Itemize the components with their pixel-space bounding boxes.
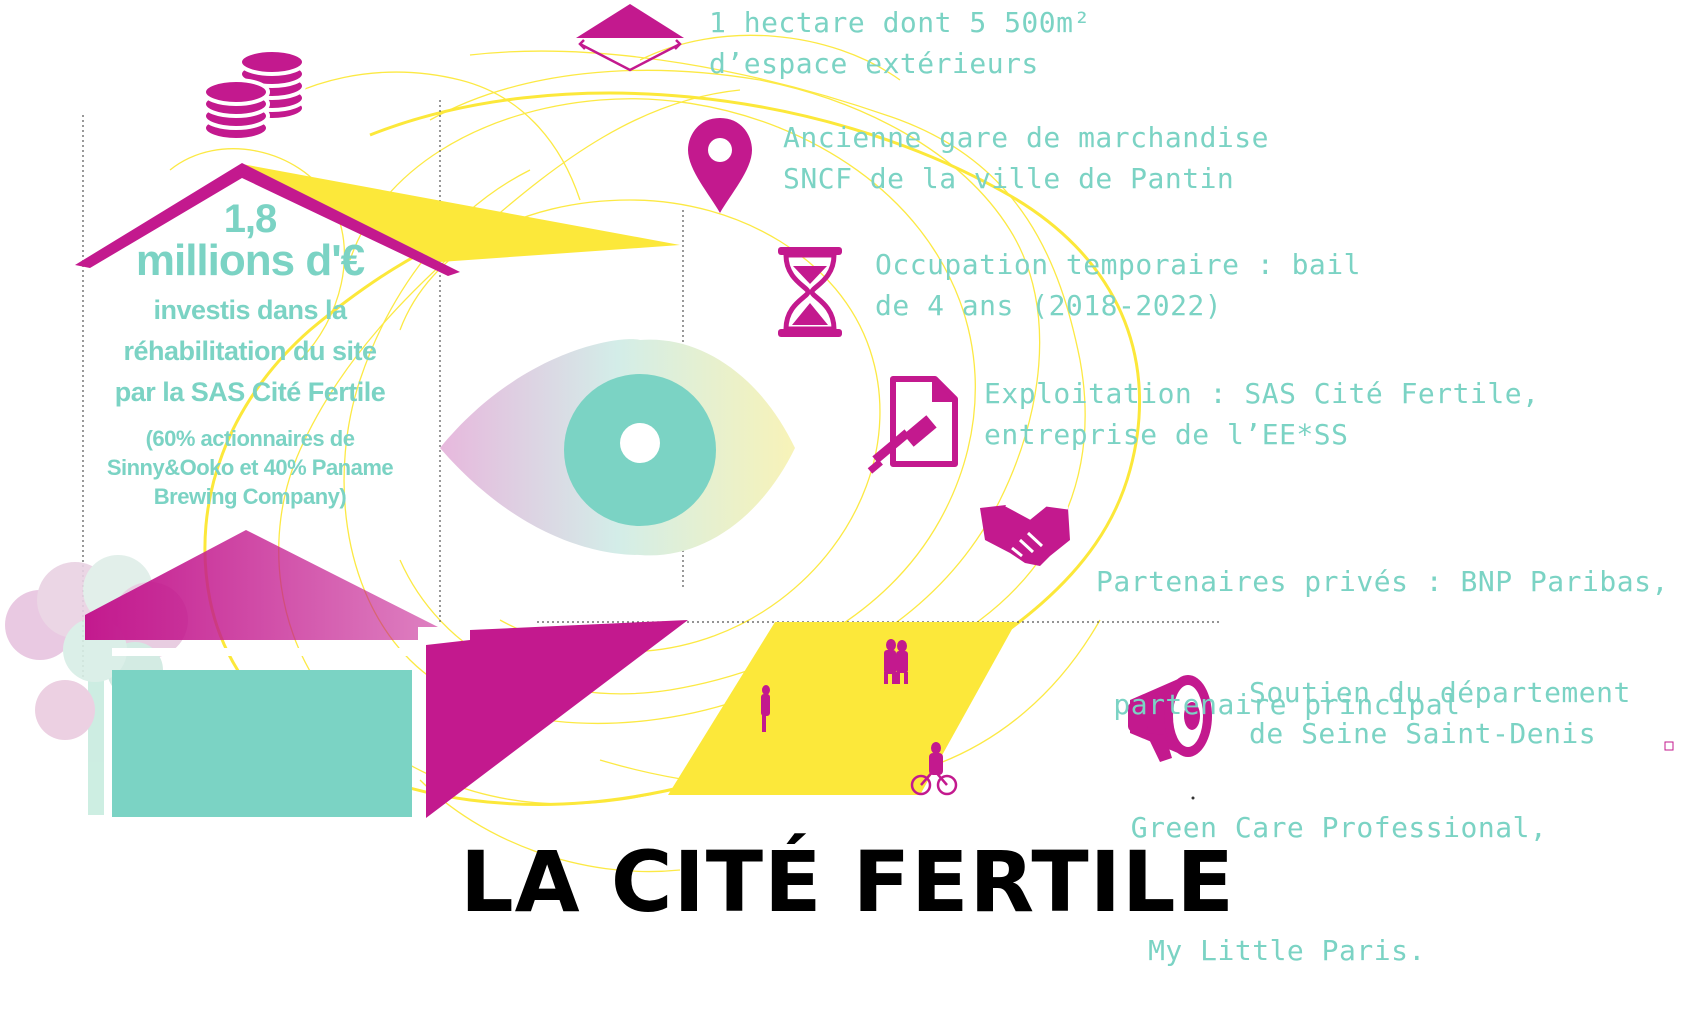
stat-area-line: d’espace extérieurs: [709, 47, 1039, 80]
investment-description-line: réhabilitation du site: [123, 336, 377, 366]
handshake-icon: [980, 503, 1070, 566]
page-title: LA CITÉ FERTILE: [460, 833, 1235, 931]
stat-location: Ancienne gare de marchandise SNCF de la …: [783, 117, 1269, 199]
area-icon: [576, 4, 684, 72]
stat-location-line: SNCF de la ville de Pantin: [783, 162, 1235, 195]
stat-support-line: de Seine Saint-Denis: [1249, 717, 1597, 750]
stat-area: 1 hectare dont 5 500m² d’espace extérieu…: [709, 2, 1091, 84]
roof-icon: [75, 163, 460, 276]
investment-note-line: Sinny&Ooko et 40% Paname: [106, 455, 394, 480]
stat-partners-line: Green Care Professional,: [1096, 811, 1548, 844]
stat-partners-line: Partenaires privés : BNP Paribas,: [1096, 565, 1669, 598]
stat-operator-line: Exploitation : SAS Cité Fertile,: [984, 377, 1540, 410]
stat-lease-line: de 4 ans (2018-2022): [875, 289, 1223, 322]
contract-signature-icon: [867, 376, 958, 474]
stat-support-line: Soutien du département: [1249, 676, 1631, 709]
investment-description-line: par la SAS Cité Fertile: [114, 377, 386, 407]
house-wall: [112, 670, 412, 817]
yellow-ground-plane: [668, 622, 1016, 795]
investment-unit: millions d'€: [135, 236, 365, 285]
stat-area-line: 1 hectare dont 5 500m²: [709, 6, 1091, 39]
eye-pupil: [620, 423, 660, 463]
investment-amount: 1,8: [223, 197, 278, 241]
investment-note: (60% actionnaires de Sinny&Ooko et 40% P…: [80, 424, 420, 511]
stat-partners: Partenaires privés : BNP Paribas, parten…: [1096, 479, 1669, 1012]
hourglass-icon: [778, 247, 842, 337]
stat-partners-line: My Little Paris.: [1096, 934, 1426, 967]
stat-operator-line: entreprise de l’EE*SS: [984, 418, 1349, 451]
stat-partners-line: partenaire principal: [1096, 688, 1461, 721]
stat-operator: Exploitation : SAS Cité Fertile, entrepr…: [984, 373, 1539, 455]
stat-support: Soutien du département de Seine Saint-De…: [1249, 672, 1631, 754]
house-roof: [85, 530, 438, 640]
coins-icon: [202, 48, 306, 142]
people-silhouettes: [761, 639, 958, 796]
stat-lease-line: Occupation temporaire : bail: [875, 248, 1362, 281]
investment-description: investis dans la réhabilitation du site …: [80, 290, 420, 413]
map-pin-icon: [688, 118, 752, 213]
illustration: [5, 4, 1674, 873]
stat-lease: Occupation temporaire : bail de 4 ans (2…: [875, 244, 1361, 326]
magenta-plane: [426, 620, 688, 818]
megaphone-icon: [1128, 675, 1212, 762]
investment-note-line: Brewing Company): [153, 484, 347, 509]
stat-location-line: Ancienne gare de marchandise: [783, 121, 1270, 154]
investment-note-line: (60% actionnaires de: [145, 426, 355, 451]
yellow-roof-plane: [242, 164, 680, 262]
investment-description-line: investis dans la: [153, 295, 347, 325]
